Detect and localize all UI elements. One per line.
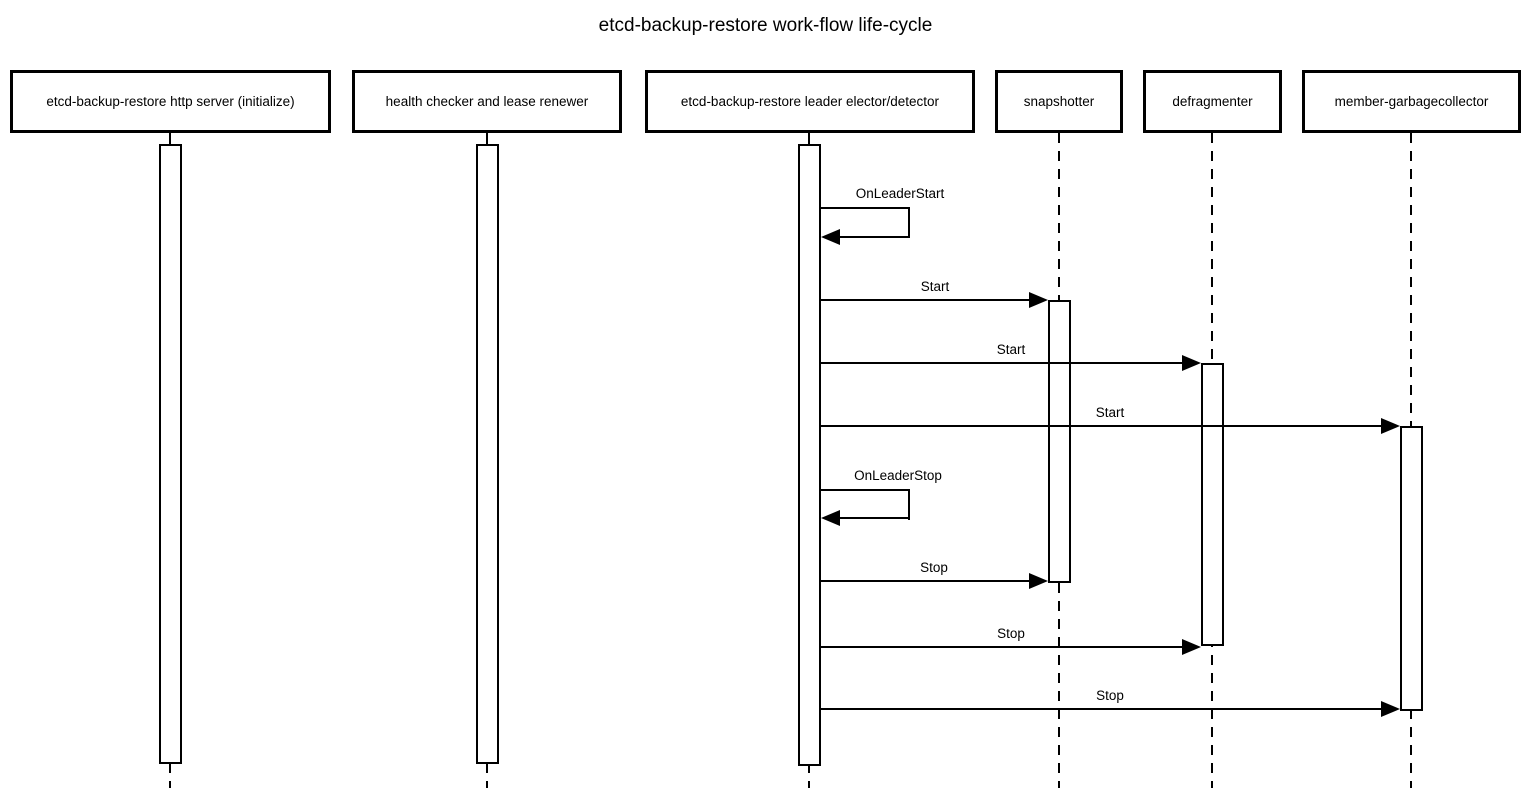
participant-snapshotter: snapshotter xyxy=(995,70,1123,133)
self-message-line-top xyxy=(821,489,910,491)
participant-label: health checker and lease renewer xyxy=(385,94,589,109)
self-message-line-bottom xyxy=(840,236,910,238)
activation-bar-snapshotter xyxy=(1048,300,1071,583)
diagram-title: etcd-backup-restore work-flow life-cycle xyxy=(598,15,933,36)
message-label-stop-defragmenter: Stop xyxy=(997,626,1025,641)
arrowhead-right-icon xyxy=(1182,639,1201,655)
participant-member-garbagecollector: member-garbagecollector xyxy=(1302,70,1521,133)
arrowhead-left-icon xyxy=(821,229,840,245)
message-label-start-garbagecollector: Start xyxy=(1095,405,1125,420)
lifeline-stub-http-server xyxy=(169,133,171,146)
message-line xyxy=(821,362,1182,364)
activation-bar-http-server xyxy=(159,144,182,764)
message-label-start-defragmenter: Start xyxy=(996,342,1026,357)
participant-label: snapshotter xyxy=(1023,94,1095,109)
participant-health-checker: health checker and lease renewer xyxy=(352,70,622,133)
lifeline-stub-leader-elector xyxy=(808,133,810,146)
participant-label: etcd-backup-restore http server (initial… xyxy=(46,94,295,109)
self-message-line-right xyxy=(908,489,910,520)
participant-leader-elector: etcd-backup-restore leader elector/detec… xyxy=(645,70,975,133)
message-line xyxy=(821,299,1029,301)
arrowhead-right-icon xyxy=(1182,355,1201,371)
arrowhead-right-icon xyxy=(1381,701,1400,717)
lifeline-stub-health-checker xyxy=(486,133,488,146)
arrowhead-right-icon xyxy=(1029,292,1048,308)
activation-bar-member-garbagecollector xyxy=(1400,426,1423,711)
message-label-onleaderstart: OnLeaderStart xyxy=(855,186,945,201)
message-line xyxy=(821,580,1029,582)
participant-http-server: etcd-backup-restore http server (initial… xyxy=(10,70,331,133)
arrowhead-left-icon xyxy=(821,510,840,526)
message-line xyxy=(821,425,1381,427)
arrowhead-right-icon xyxy=(1029,573,1048,589)
participant-label: etcd-backup-restore leader elector/detec… xyxy=(680,94,940,109)
message-line xyxy=(821,646,1182,648)
participant-label: defragmenter xyxy=(1172,94,1253,109)
self-message-line-top xyxy=(821,207,910,209)
message-line xyxy=(821,708,1381,710)
activation-bar-defragmenter xyxy=(1201,363,1224,646)
message-label-stop-garbagecollector: Stop xyxy=(1096,688,1124,703)
participant-label: member-garbagecollector xyxy=(1334,94,1489,109)
message-label-start-snapshotter: Start xyxy=(920,279,950,294)
message-label-onleaderstop: OnLeaderStop xyxy=(854,468,942,483)
message-label-stop-snapshotter: Stop xyxy=(920,560,948,575)
self-message-line-bottom xyxy=(840,517,910,519)
activation-bar-health-checker xyxy=(476,144,499,764)
activation-bar-leader-elector xyxy=(798,144,821,766)
self-message-line-right xyxy=(908,207,910,238)
participant-defragmenter: defragmenter xyxy=(1143,70,1282,133)
arrowhead-right-icon xyxy=(1381,418,1400,434)
